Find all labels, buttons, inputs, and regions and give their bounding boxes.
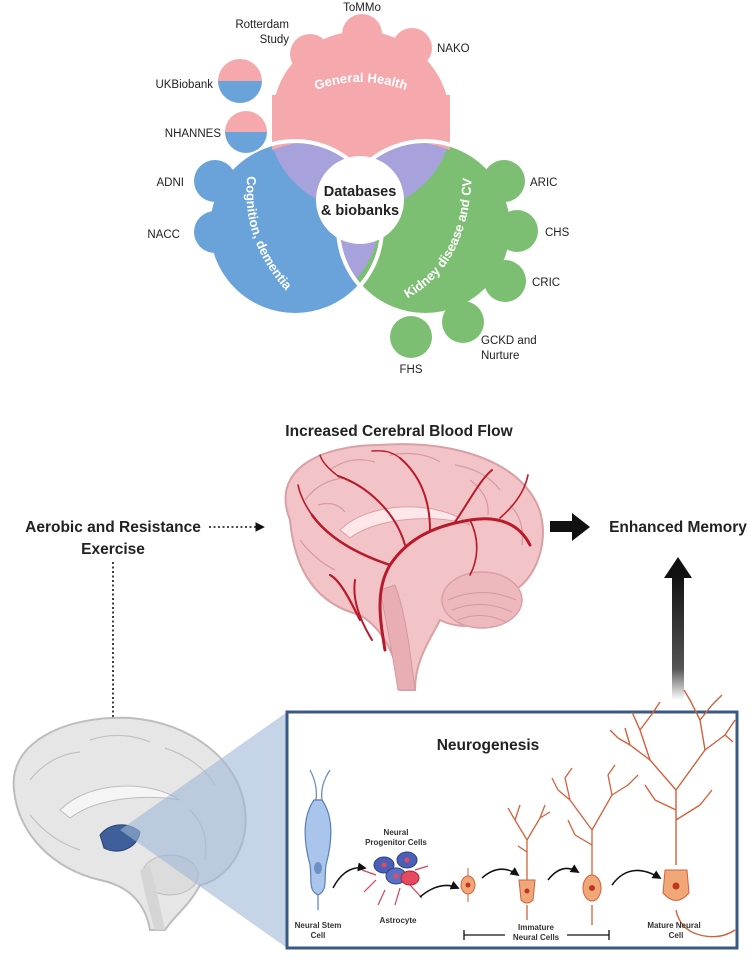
brain-sagittal-illustration xyxy=(284,443,544,691)
blood-flow-title: Increased Cerebral Blood Flow xyxy=(285,423,513,440)
neurogenesis-panel: Neurogenesis Neural Stem Cell Neural Pro… xyxy=(285,689,739,950)
nako-node xyxy=(392,28,432,68)
mature-cell-label-2: Cell xyxy=(669,931,684,940)
cric-label: CRIC xyxy=(532,277,560,289)
immature-neuron-2 xyxy=(551,764,639,925)
nacc-label: NACC xyxy=(147,229,180,241)
stem-to-progenitor-arrow xyxy=(332,862,367,889)
gckd-label-1: GCKD and xyxy=(481,335,537,347)
exercise-label-1: Aerobic and Resistance xyxy=(25,519,201,536)
center-label-1: Databases xyxy=(324,184,397,200)
fhs-label: FHS xyxy=(400,364,423,376)
rotterdam-label-1: Rotterdam xyxy=(235,19,289,31)
gckd-node xyxy=(442,301,484,343)
progenitor-label-2: Progenitor Cells xyxy=(365,838,427,847)
database-nodes: ToMMo Rotterdam Study NAKO UKBiobank NHA… xyxy=(147,2,569,376)
neurogenesis-to-memory-arrow xyxy=(664,557,692,700)
fhs-node xyxy=(390,316,432,358)
center-circle xyxy=(316,156,404,244)
neural-stem-cell: Neural Stem Cell xyxy=(295,769,342,940)
enhanced-memory-label: Enhanced Memory xyxy=(609,519,747,536)
rotterdam-label-2: Study xyxy=(260,34,290,46)
adni-node xyxy=(194,160,236,202)
adni-label: ADNI xyxy=(157,177,184,189)
progenitor-to-immature-arrow xyxy=(419,880,460,898)
immature-label-1: Immature xyxy=(518,923,555,932)
mature-cell-label-1: Mature Neural xyxy=(647,921,700,930)
immature-label-2: Neural Cells xyxy=(513,933,560,942)
zoom-wedge xyxy=(120,712,287,948)
ukbiobank-label: UKBiobank xyxy=(155,79,213,91)
nhannes-label: NHANNES xyxy=(165,128,222,140)
exercise-label-2: Exercise xyxy=(81,541,145,558)
bloodflow-to-memory-arrow xyxy=(550,513,590,541)
early-immature-cell xyxy=(460,868,476,902)
immature-to-mature-arrow xyxy=(611,869,662,886)
stem-cell-label-1: Neural Stem xyxy=(295,921,342,930)
astrocyte-label: Astrocyte xyxy=(380,916,417,925)
gckd-label-2: Nurture xyxy=(481,350,519,362)
immature-arrow-1 xyxy=(481,867,520,879)
nako-label: NAKO xyxy=(437,43,470,55)
aric-label: ARIC xyxy=(530,177,557,189)
progenitor-cluster: Neural Progenitor Cells Astrocyte xyxy=(361,828,429,925)
chs-label: CHS xyxy=(545,227,570,239)
rotterdam-node xyxy=(290,34,330,74)
chs-node xyxy=(496,210,538,252)
nhannes-node xyxy=(225,111,267,153)
aric-node xyxy=(483,160,525,202)
nacc-node xyxy=(194,211,236,253)
cric-node xyxy=(484,260,526,302)
ukbiobank-node xyxy=(218,59,262,103)
immature-arrow-2 xyxy=(547,864,580,881)
tommo-label: ToMMo xyxy=(343,2,381,14)
stem-cell-label-2: Cell xyxy=(311,931,326,940)
center-label-2: & biobanks xyxy=(321,203,399,219)
tommo-node xyxy=(342,14,382,54)
mature-neuron xyxy=(609,689,736,938)
neurogenesis-title: Neurogenesis xyxy=(437,737,540,754)
progenitor-label-1: Neural xyxy=(384,828,409,837)
